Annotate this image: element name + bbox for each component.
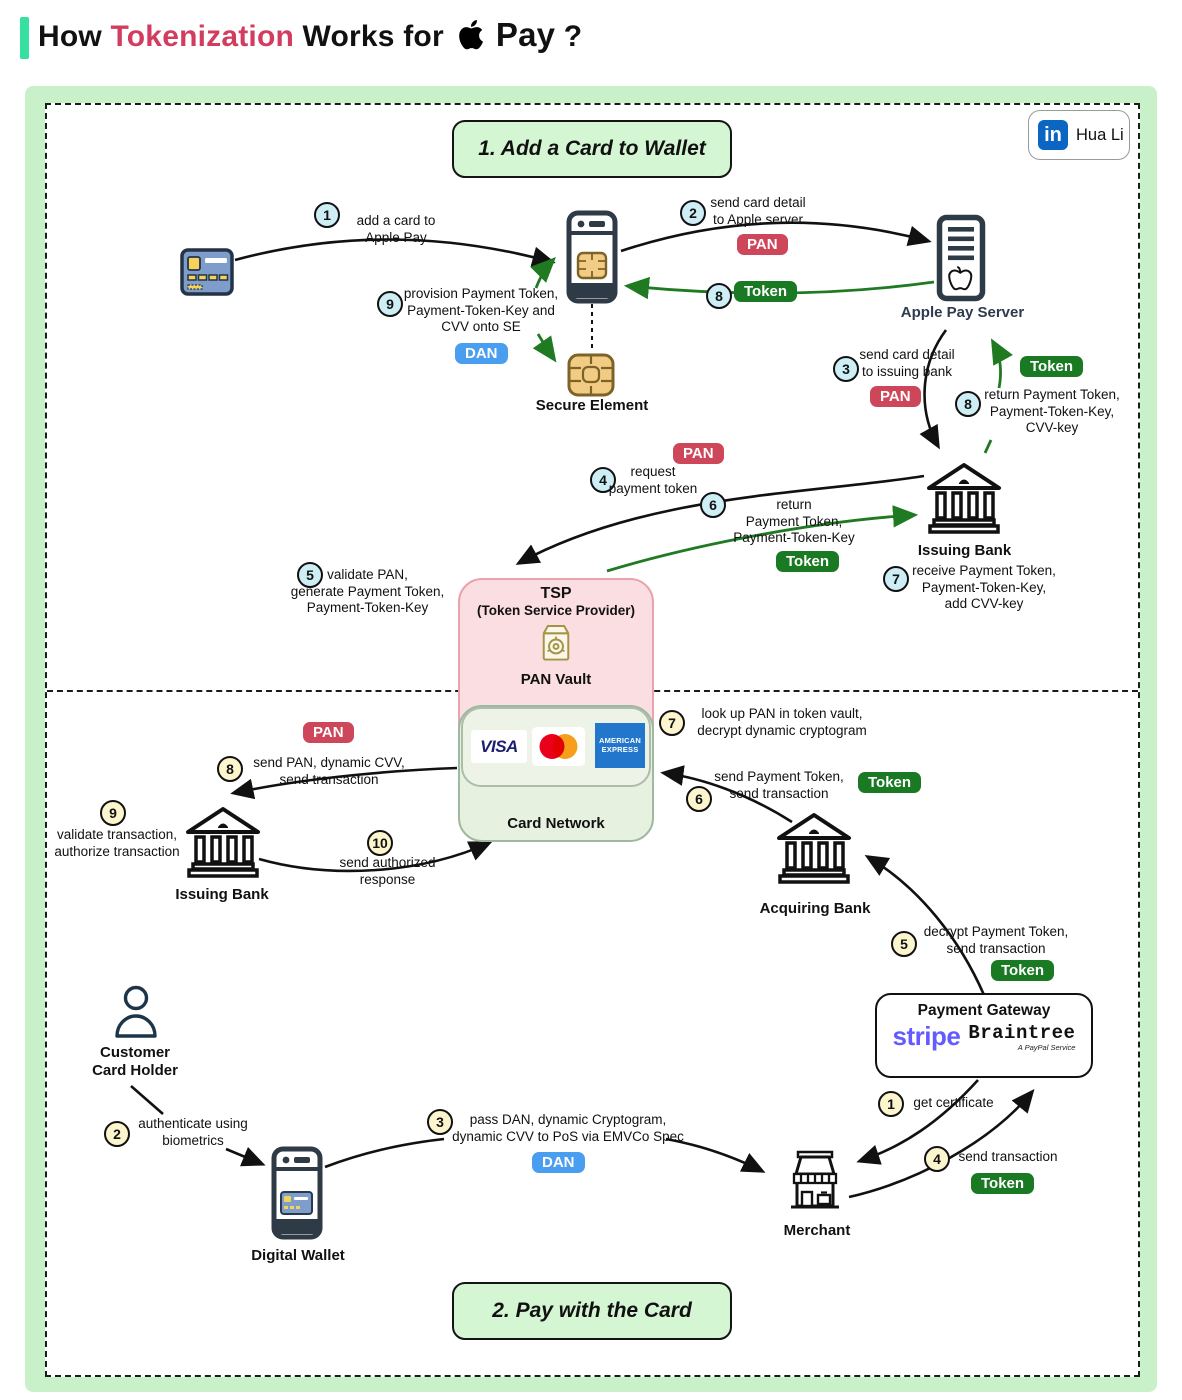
step1-circle-flow1: 1 [314,202,340,228]
pan-badge-step3: PAN [870,386,921,407]
pan-vault-label: PAN Vault [520,671,592,688]
step9-circle-flow1: 9 [377,291,403,317]
braintree-paypal-tagline: A PayPal Service [1017,1043,1076,1052]
tsp-subtitle: (Token Service Provider) [476,603,636,618]
step2-text-flow1: send card detail to Apple server [710,195,806,227]
step10-text-flow2: send authorized response [339,855,436,887]
credit-card-icon [180,248,234,296]
step4-text-flow2: send transaction [958,1149,1058,1164]
customer-label: Customer Card Holder [92,1044,178,1079]
apple-logo-icon [458,20,485,58]
title-prefix: How [38,20,102,53]
stripe-logo: stripe [892,1021,961,1051]
phone-wallet-icon [566,210,618,304]
step9-text-flow2: validate transaction, authorize transact… [54,827,180,859]
step3-text-flow1: send card detail to issuing bank [859,347,955,379]
apple-pay-server-icon [936,214,986,302]
braintree-logo: Braintree [968,1022,1076,1044]
section2-title: 2. Pay with the Card [452,1282,732,1340]
token-badge-step8-bank: Token [1020,356,1084,377]
secure-element-label: Secure Element [535,397,649,414]
step2-text-flow2: authenticate using biometrics [138,1116,248,1148]
merchant-icon [791,1150,839,1209]
page-title: How Tokenization Works for Pay ? [38,16,582,58]
issuing-bank-icon [927,463,1001,534]
step6-circle-flow2: 6 [686,786,712,812]
step6-text-flow1: return Payment Token, Payment-Token-Key [733,497,855,545]
step1-circle-flow2: 1 [878,1091,904,1117]
step3-circle-flow1: 3 [833,356,859,382]
step5-text-flow2: decrypt Payment Token, send transaction [923,924,1069,956]
title-brand: Pay [495,16,556,53]
step9-circle-flow2: 9 [100,800,126,826]
pan-badge-step4: PAN [673,443,724,464]
token-badge-step6: Token [776,551,840,572]
step9-text-flow1: provision Payment Token, Payment-Token-K… [403,286,559,334]
amex-logo: AMERICAN EXPRESS [595,723,645,768]
apple-pay-server-label: Apple Pay Server [900,304,1025,321]
digital-wallet-label: Digital Wallet [251,1247,345,1264]
token-badge-step4-flow2: Token [971,1173,1035,1194]
card-network-logos: VISA AMERICAN EXPRESS [461,707,651,787]
step7-circle-flow1: 7 [883,566,909,592]
step1-text-flow2: get certificate [913,1095,994,1110]
issuing-bank-label-2: Issuing Bank [175,886,269,903]
step6-text-flow2: send Payment Token, send transaction [714,769,844,801]
vault-icon [542,625,570,661]
amex-line1: AMERICAN [598,736,641,745]
tsp-title: TSP [540,585,572,602]
step7-text-flow2: look up PAN in token vault, decrypt dyna… [697,706,867,738]
author-name: Hua Li [1076,125,1124,144]
step8-circle-bank-flow1: 8 [955,391,981,417]
title-question: ? [563,20,583,53]
step7-text-flow1: receive Payment Token, Payment-Token-Key… [912,563,1056,611]
acquiring-bank-label: Acquiring Bank [759,900,871,917]
payment-gateway-label: Payment Gateway [917,1002,1051,1019]
issuing-bank-label-1: Issuing Bank [917,542,1012,559]
merchant-label: Merchant [783,1222,851,1239]
section1-title: 1. Add a Card to Wallet [452,120,732,178]
step8-circle-phone-flow1: 8 [706,283,732,309]
customer-icon [115,985,157,1038]
issuing-bank-2-icon [186,807,260,878]
step8-circle-flow2: 8 [217,756,243,782]
linkedin-attribution[interactable]: in Hua Li [1028,110,1130,160]
step5-text-flow1: validate PAN, generate Payment Token, Pa… [290,567,445,615]
step3-circle-flow2: 3 [427,1109,453,1135]
step10-circle-flow2: 10 [367,830,393,856]
step5-circle-flow1: 5 [297,562,323,588]
step8-text-flow2: send PAN, dynamic CVV, send transaction [253,755,405,787]
digital-wallet-icon [271,1146,323,1240]
step2-circle-flow2: 2 [104,1121,130,1147]
token-badge-step8-phone: Token [734,281,798,302]
visa-logo: VISA [471,730,527,763]
step1-text-flow1: add a card to Apple Pay [356,213,436,245]
step3-text-flow2: pass DAN, dynamic Cryptogram, dynamic CV… [452,1112,684,1144]
token-badge-step5-flow2: Token [991,960,1055,981]
step7-circle-flow2: 7 [659,710,685,736]
dan-badge-step9: DAN [455,343,508,364]
dan-badge-step3-flow2: DAN [532,1152,585,1173]
step4-text-flow1: request payment token [608,464,698,496]
step8-text-bank-flow1: return Payment Token, Payment-Token-Key,… [984,387,1120,435]
token-badge-step6-flow2: Token [858,772,922,793]
step4-circle-flow2: 4 [924,1146,950,1172]
payment-gateway-box: Payment Gateway stripe Braintree A PayPa… [875,993,1093,1078]
title-accent-bar [20,17,29,59]
linkedin-icon: in [1038,120,1068,150]
card-network-label: Card Network [507,815,605,832]
pan-badge-step8-flow2: PAN [303,722,354,743]
acquiring-bank-icon [777,813,851,884]
title-middle: Works for [302,20,444,53]
secure-element-chip-icon [567,353,615,397]
pan-badge-step2: PAN [737,234,788,255]
step5-circle-flow2: 5 [891,931,917,957]
amex-line2: EXPRESS [601,744,639,754]
mastercard-logo [532,727,585,766]
title-highlight: Tokenization [110,20,294,53]
